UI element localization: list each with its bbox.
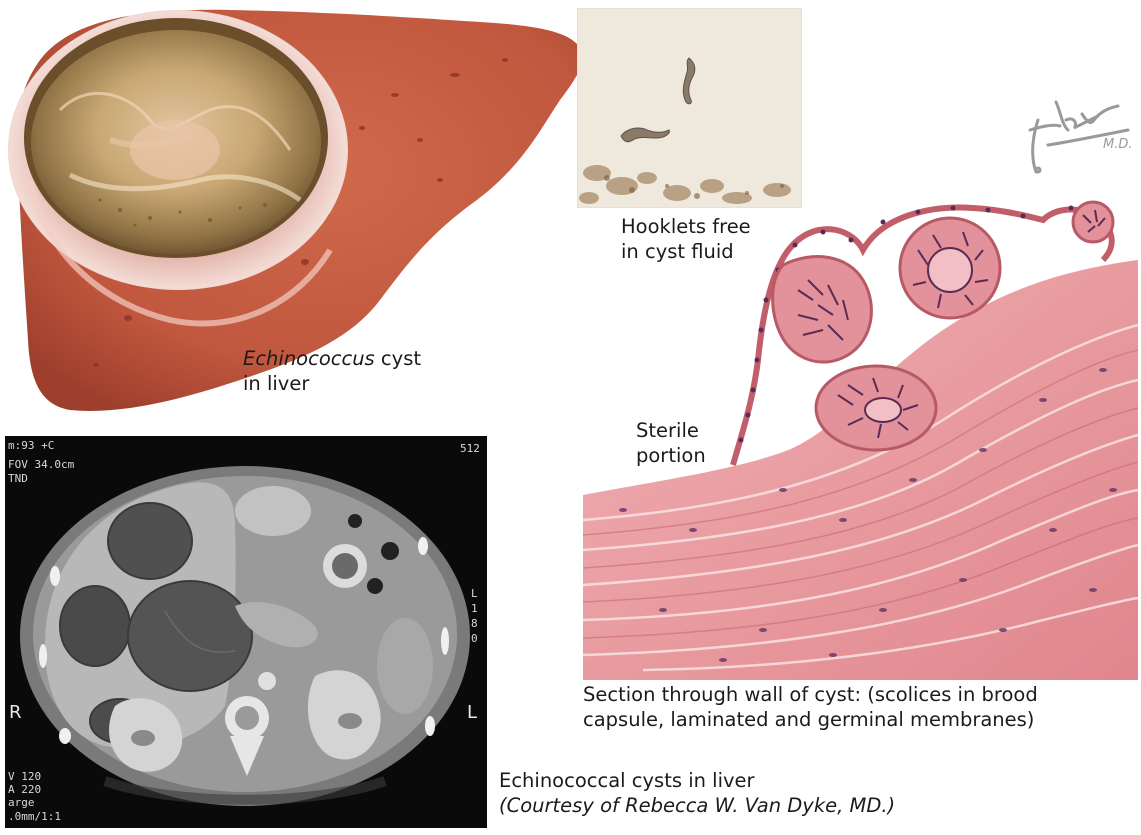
ct-scan-image: m:93 +C FOV 34.0cm TND 512 L 1 8 0 R L V… [5, 436, 487, 828]
caption-suffix: cyst [374, 347, 421, 370]
caption-line2: in liver [243, 372, 310, 395]
svg-text:M.D.: M.D. [1103, 137, 1133, 152]
liver-illustration [0, 0, 600, 420]
scolex-2 [898, 216, 1002, 320]
ct-overlay-kv: V 120 [8, 770, 42, 783]
ct-cyst-2 [59, 585, 131, 667]
ct-overlay-line1: m:93 +C [8, 439, 55, 452]
ct-cyst-3 [127, 580, 253, 692]
ct-overlay-line3: TND [8, 472, 28, 485]
sterile-label-line2: portion [636, 444, 706, 467]
scolex-4 [1071, 200, 1115, 244]
cyst-wall-section [583, 190, 1138, 680]
ct-overlay-window: L 1 8 0 [471, 587, 478, 645]
hooklets-caption: Hooklets free in cyst fluid [621, 214, 751, 264]
liver-cyst-caption: Echinococcus cyst in liver [243, 346, 421, 396]
ct-caption-line1: Echinococcal cysts in liver [499, 769, 755, 792]
ct-caption: Echinococcal cysts in liver (Courtesy of… [499, 768, 895, 818]
hooklets-illustration [577, 8, 802, 208]
hooklets-caption-line2: in cyst fluid [621, 240, 734, 263]
sterile-label-line1: Sterile [636, 419, 699, 442]
ct-caption-credit: (Courtesy of Rebecca W. Van Dyke, MD.) [499, 794, 896, 817]
ct-overlay-matrix: 512 [460, 442, 480, 455]
section-caption: Section through wall of cyst: (scolices … [583, 682, 1038, 732]
ct-cyst-1 [107, 502, 193, 580]
ct-right-marker: R [9, 702, 22, 723]
netter-signature: M.D. [1008, 90, 1138, 185]
ct-left-marker: L [467, 702, 478, 723]
caption-genus: Echinococcus [243, 347, 375, 370]
hooklet-1 [682, 57, 696, 105]
sterile-portion-label: Sterile portion [636, 418, 706, 468]
ct-overlay-slice: .0mm/1:1 [8, 810, 61, 823]
hooklets-caption-line1: Hooklets free [621, 215, 751, 238]
ct-overlay-size: arge [8, 796, 35, 809]
laminated-membrane [583, 260, 1138, 680]
section-caption-line2: capsule, laminated and germinal membrane… [583, 708, 1035, 731]
hooklet-2 [620, 127, 670, 143]
ct-overlay-line2: FOV 34.0cm [8, 458, 75, 471]
scolex-1 [771, 255, 873, 364]
section-caption-line1: Section through wall of cyst: (scolices … [583, 683, 1038, 706]
scolex-3 [814, 364, 938, 452]
ct-overlay-ma: A 220 [8, 783, 42, 796]
